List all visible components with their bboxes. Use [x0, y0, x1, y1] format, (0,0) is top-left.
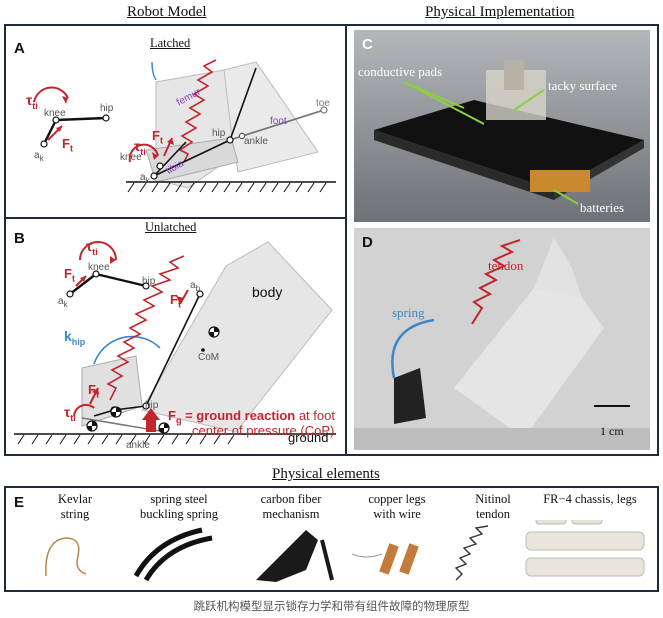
element-kevlar-line2: string [60, 507, 90, 521]
panel-a-diagram [33, 59, 336, 193]
spring-label: spring [392, 305, 425, 320]
element-carbon-line2: mechanism [262, 507, 320, 521]
panel-b-mini-knee: knee [88, 262, 110, 273]
panel-a-knee-label: knee [120, 152, 142, 163]
kevlar-string-image [45, 537, 87, 577]
nitinol-tendon-image [454, 525, 489, 581]
panel-b-fg-label: Fg = ground reaction at foot [168, 408, 335, 426]
figure-caption: 跳跃机构模型显示锁存力学和带有组件故障的物理原型 [193, 599, 470, 613]
batteries-label: batteries [580, 200, 625, 215]
tacky-surface-label: tacky surface [548, 78, 617, 93]
panel-a-mini-knee: knee [44, 108, 66, 119]
panel-e-letter: E [14, 494, 25, 511]
element-nitinol-line1: Nitinol [475, 492, 511, 506]
panel-a-b-divider [5, 217, 346, 219]
panel-a-hip-label: hip [212, 128, 226, 139]
element-copper-line2: with wire [373, 507, 421, 521]
panel-b-mini-ft: Ft [64, 266, 75, 284]
panel-b-diagram [14, 241, 336, 445]
panel-b-fg-desc: center of pressure (CoP) [192, 423, 335, 438]
panel-a-foot-label: foot [270, 116, 287, 127]
panel-b-ft-lower-label: Ft [88, 382, 99, 400]
panel-b-ab-label: ab [190, 280, 201, 293]
element-spring-line1: spring steel [150, 492, 208, 506]
carbon-fiber-image [256, 530, 334, 582]
panel-a-mini-hip: hip [100, 103, 114, 114]
panel-b-mini-tau: τti [86, 238, 98, 257]
panel-a-ft-label: Ft [152, 128, 163, 146]
physical-elements-frame [4, 486, 659, 592]
buckling-spring-image [133, 527, 213, 582]
panel-a-mini-ft: Ft [62, 136, 73, 154]
panel-c-arrows [403, 81, 579, 205]
physical-implementation-title: Physical Implementation [425, 4, 575, 20]
panel-b-ankle-label: ankle [126, 440, 150, 451]
robot-model-title: Robot Model [127, 4, 207, 20]
element-spring-line2: buckling spring [139, 507, 219, 521]
panel-a-letter: A [14, 40, 25, 57]
element-carbon-line1: carbon fiber [260, 492, 322, 506]
panel-d-photo-art [354, 228, 650, 450]
panel-b-letter: B [14, 230, 25, 247]
conductive-pads-label: conductive pads [358, 64, 443, 79]
panel-b-ground-label: ground [288, 430, 329, 445]
panel-b-mini-ak: ak [58, 296, 68, 309]
panel-a-ankle-label: ankle [244, 136, 268, 147]
panel-a-toe-label: toe [316, 98, 330, 109]
element-nitinol-line2: tendon [475, 507, 511, 521]
panel-b-ft-upper-label: Ft [170, 292, 181, 310]
panel-b-hip-label: hip [145, 400, 159, 411]
physical-elements-title: Physical elements [272, 466, 380, 482]
panel-a-tau-label: τti [134, 138, 146, 157]
panel-b-body-label: body [252, 284, 283, 300]
panel-a-mini-ak: ak [34, 150, 44, 163]
panel-b-khip-label: khip [64, 328, 86, 347]
physical-elements-art [45, 520, 645, 582]
copper-legs-image [351, 543, 419, 575]
panel-b-com-label: CoM [198, 352, 220, 363]
panel-d-photo [354, 228, 650, 450]
tendon-label: tendon [488, 258, 524, 273]
panel-a-ak-label: ak [140, 172, 150, 185]
physical-implementation-frame [345, 24, 659, 456]
panel-b-subtitle: Unlatched [145, 220, 197, 234]
panel-c-letter: C [362, 36, 373, 53]
element-copper-line1: copper legs [368, 492, 426, 506]
element-kevlar-line1: Kevlar [57, 492, 92, 506]
panel-d-letter: D [362, 234, 373, 251]
fr4-chassis-image [525, 520, 645, 577]
element-fr4-line1: FR−4 chassis, legs [543, 492, 637, 506]
panel-b-tau-label: τti [64, 404, 76, 423]
element-fr4-label: FR−4 chassis, legs [520, 492, 660, 507]
panel-a-mini-tau: τti [26, 92, 38, 111]
panel-b-mini-hip: hip [142, 276, 156, 287]
panel-a-subtitle: Latched [150, 36, 191, 50]
scale-bar-label: 1 cm [600, 424, 624, 438]
